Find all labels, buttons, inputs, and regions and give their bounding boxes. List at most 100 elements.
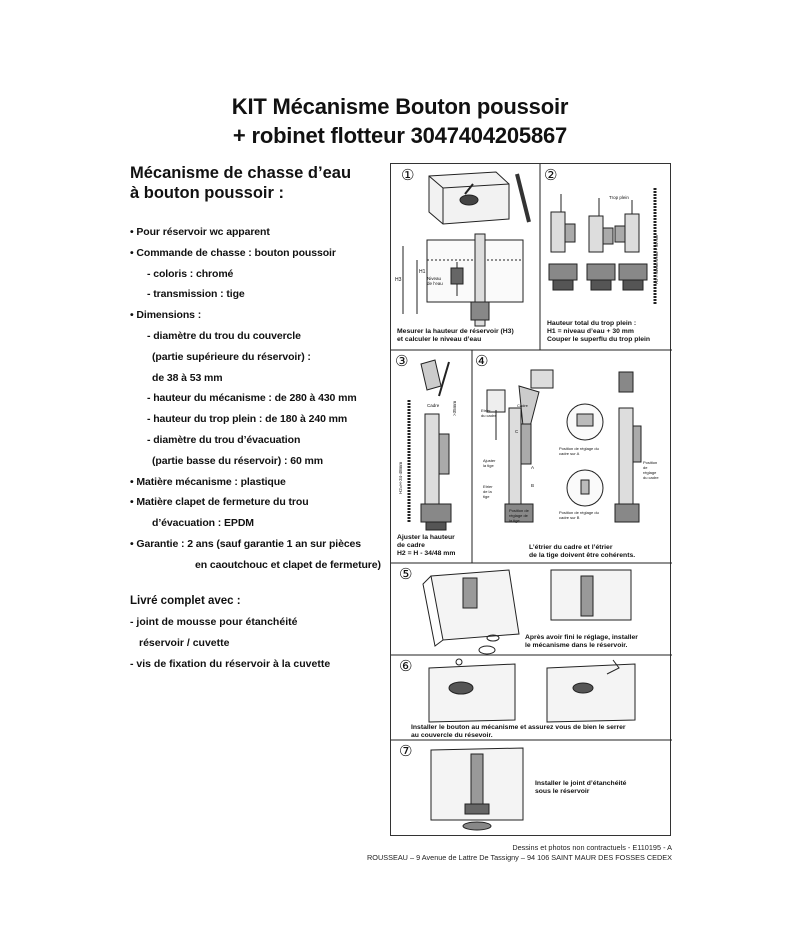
panel-1-label-h1: H1 bbox=[419, 269, 426, 275]
panel-4-label-pos-tige-l1: Position de bbox=[509, 508, 529, 513]
spec-line-coloris: - coloris : chromé bbox=[147, 267, 234, 280]
footer: Dessins et photos non contractuels - E11… bbox=[367, 843, 672, 863]
panel-3-caption-l2: de cadre bbox=[397, 542, 425, 549]
panel-4-label-c: C bbox=[515, 429, 519, 434]
panel-4-label-etrier-cadre-l1: Etrier bbox=[481, 408, 491, 413]
panel-3-label-35: >35mm bbox=[452, 400, 457, 416]
panel-4-label-pos-reg-l4: du cadre bbox=[643, 475, 659, 480]
panel-2-drawing bbox=[548, 188, 657, 304]
panel-2-number: ② bbox=[544, 167, 558, 184]
panel-6-drawing bbox=[428, 658, 636, 723]
panel-5-drawing bbox=[422, 569, 632, 655]
panel-1-caption: Mesurer la hauteur de réservoir (H3) et … bbox=[397, 328, 514, 344]
panel-7-number: ⑦ bbox=[399, 743, 413, 760]
section-heading-line-1: Mécanisme de chasse d’eau bbox=[130, 164, 352, 182]
spec-line-38-53: de 38 à 53 mm bbox=[152, 371, 223, 384]
panel-3-drawing bbox=[407, 359, 452, 531]
panel-4-drawing bbox=[486, 369, 642, 523]
panel-2-label-trop-plein: Trop plein bbox=[609, 195, 629, 200]
panel-3-label-cadre: Cadre bbox=[427, 403, 440, 408]
delivered-item-joint-detail: réservoir / cuvette bbox=[139, 636, 230, 649]
panel-4-label-etrier-cadre: Etrier du cadre bbox=[481, 408, 497, 418]
panel-1-label-niveau: Niveau de l’eau bbox=[427, 276, 443, 286]
panel-4-label-pos-reg: Position de réglage du cadre bbox=[643, 460, 659, 480]
panel-2-caption-l1: Hauteur total du trop plein : bbox=[547, 320, 637, 327]
panel-1-caption-l1: Mesurer la hauteur de réservoir (H3) bbox=[397, 328, 514, 335]
panel-4-number: ④ bbox=[475, 353, 489, 370]
spec-line-hauteur-trop-plein: - hauteur du trop plein : de 180 à 240 m… bbox=[147, 413, 348, 426]
panel-7-drawing bbox=[430, 747, 524, 831]
panel-4-label-etrier-tige-l3: tige bbox=[483, 494, 490, 499]
panel-4-label-etrier-tige-l2: de la bbox=[483, 489, 492, 494]
panel-3-caption-l3: H2 = H - 34/48 mm bbox=[397, 550, 456, 557]
panel-4-label-cadre: Cadre bbox=[517, 403, 528, 408]
spec-line-partie-superieure: (partie supérieure du réservoir) : bbox=[152, 350, 311, 363]
spec-line-commande: • Commande de chasse : bouton poussoir bbox=[130, 246, 336, 259]
panel-4-label-pos-reg-l3: réglage bbox=[643, 470, 657, 475]
footer-disclaimer: Dessins et photos non contractuels - E11… bbox=[512, 843, 672, 852]
panel-3-label-h2: H2=H-34-48mm bbox=[398, 461, 403, 494]
spec-line-epdm: d’évacuation : EPDM bbox=[152, 517, 254, 530]
panel-7-caption-l1: Installer le joint d’étanchéité bbox=[535, 780, 627, 787]
section-heading: Mécanisme de chasse d’eau à bouton pouss… bbox=[130, 163, 388, 203]
delivered-item-joint: - joint de mousse pour étanchéité bbox=[130, 615, 298, 628]
panel-5-caption: Après avoir fini le réglage, installer l… bbox=[525, 634, 638, 650]
page-title: KIT Mécanisme Bouton poussoir + robinet … bbox=[0, 92, 800, 150]
panel-4-label-b: B bbox=[531, 483, 535, 488]
panel-1-drawing bbox=[402, 171, 531, 327]
panel-2-caption-l2: H1 = niveau d’eau + 30 mm bbox=[547, 328, 634, 335]
spec-line-garantie: • Garantie : 2 ans (sauf garantie 1 an s… bbox=[130, 537, 362, 550]
panel-2-caption: Hauteur total du trop plein : H1 = nivea… bbox=[547, 320, 650, 344]
instruction-drawings bbox=[391, 164, 672, 831]
panel-4-label-ajuster: Ajuster la tige bbox=[483, 458, 495, 468]
panel-4-caption-l2: de la tige doivent être cohérents. bbox=[529, 552, 636, 559]
panel-4-label-pos-tige-l2: réglage de bbox=[509, 513, 528, 518]
panel-2-label-side: H1 = niveau d’eau + 30 mm bbox=[654, 234, 659, 284]
panel-4-label-pos-cadre-b: Position de réglage du cadre sur B bbox=[559, 510, 599, 520]
panel-4-label-pos-tige: Position de réglage de la tige bbox=[509, 508, 529, 523]
panel-6-caption-l2: au couvercle du résevoir. bbox=[411, 732, 493, 739]
panel-4-label-etrier-tige: Etrier de la tige bbox=[483, 484, 493, 499]
panel-3-caption-l1: Ajuster la hauteur bbox=[397, 534, 455, 541]
panel-4-label-pos-cadre-a: Position de réglage du cadre sur A bbox=[559, 446, 599, 456]
panel-4-label-pos-tige-l3: la tige bbox=[509, 518, 520, 523]
panel-1-number: ① bbox=[401, 167, 415, 184]
spec-line-transmission: - transmission : tige bbox=[147, 288, 245, 301]
spec-line-partie-basse: (partie basse du réservoir) : 60 mm bbox=[152, 454, 323, 467]
spec-line-dimensions: • Dimensions : bbox=[130, 309, 202, 322]
panel-1-label-h3: H3 bbox=[395, 277, 402, 283]
instruction-panels: ① ② ③ ④ ⑤ ⑥ ⑦ H3 H1 Niveau de l’eau Mesu… bbox=[390, 163, 672, 836]
footer-address: ROUSSEAU – 9 Avenue de Lattre De Tassign… bbox=[367, 853, 672, 862]
spec-line-reservoir: • Pour réservoir wc apparent bbox=[130, 226, 270, 238]
panel-4-label-pos-cadre-a-l2: cadre sur A bbox=[559, 451, 580, 456]
panel-2-caption-l3: Couper le superflu du trop plein bbox=[547, 336, 651, 343]
panel-4-caption-l1: L’étrier du cadre et l’étrier bbox=[529, 544, 613, 551]
panel-4-label-pos-reg-l1: Position bbox=[643, 460, 658, 465]
spec-line-diametre-evacuation: - diamètre du trou d’évacuation bbox=[147, 433, 301, 446]
title-line-1: KIT Mécanisme Bouton poussoir bbox=[231, 94, 569, 119]
spec-line-matiere-clapet: • Matière clapet de fermeture du trou bbox=[130, 496, 309, 509]
spec-line-garantie-detail: en caoutchouc et clapet de fermeture) bbox=[195, 558, 381, 571]
panel-6-number: ⑥ bbox=[399, 658, 413, 675]
panel-3-caption: Ajuster la hauteur de cadre H2 = H - 34/… bbox=[397, 534, 455, 558]
product-description: Mécanisme de chasse d’eau à bouton pouss… bbox=[130, 163, 388, 675]
spec-line-diametre-couvercle: - diamètre du trou du couvercle bbox=[147, 329, 301, 342]
panel-1-caption-l2: et calculer le niveau d’eau bbox=[397, 336, 482, 343]
panel-4-label-ajuster-l2: la tige bbox=[483, 463, 494, 468]
panel-4-label-pos-cadre-b-l1: Position de réglage du bbox=[559, 510, 599, 515]
panel-4-caption: L’étrier du cadre et l’étrier de la tige… bbox=[529, 544, 635, 560]
panel-6-caption: Installer le bouton au mécanisme et assu… bbox=[411, 724, 626, 740]
panel-4-label-pos-reg-l2: de bbox=[643, 465, 648, 470]
spec-line-matiere-mecanisme: • Matière mécanisme : plastique bbox=[130, 475, 286, 488]
panel-5-caption-l2: le mécanisme dans le réservoir. bbox=[525, 642, 628, 649]
panel-4-label-etrier-tige-l1: Etrier bbox=[483, 484, 493, 489]
section-heading-line-2: à bouton poussoir : bbox=[130, 184, 284, 202]
panel-7-caption-l2: sous le réservoir bbox=[535, 788, 590, 795]
panel-4-label-pos-cadre-a-l1: Position de réglage du bbox=[559, 446, 599, 451]
panel-1-label-niveau-l2: de l’eau bbox=[427, 281, 443, 286]
panel-1-label-niveau-l1: Niveau bbox=[427, 276, 442, 281]
panel-4-label-pos-cadre-b-l2: cadre sur B bbox=[559, 515, 580, 520]
panel-4-label-ajuster-l1: Ajuster bbox=[483, 458, 496, 463]
spec-line-hauteur-mecanisme: - hauteur du mécanisme : de 280 à 430 mm bbox=[147, 392, 357, 405]
panel-5-number: ⑤ bbox=[399, 566, 413, 583]
